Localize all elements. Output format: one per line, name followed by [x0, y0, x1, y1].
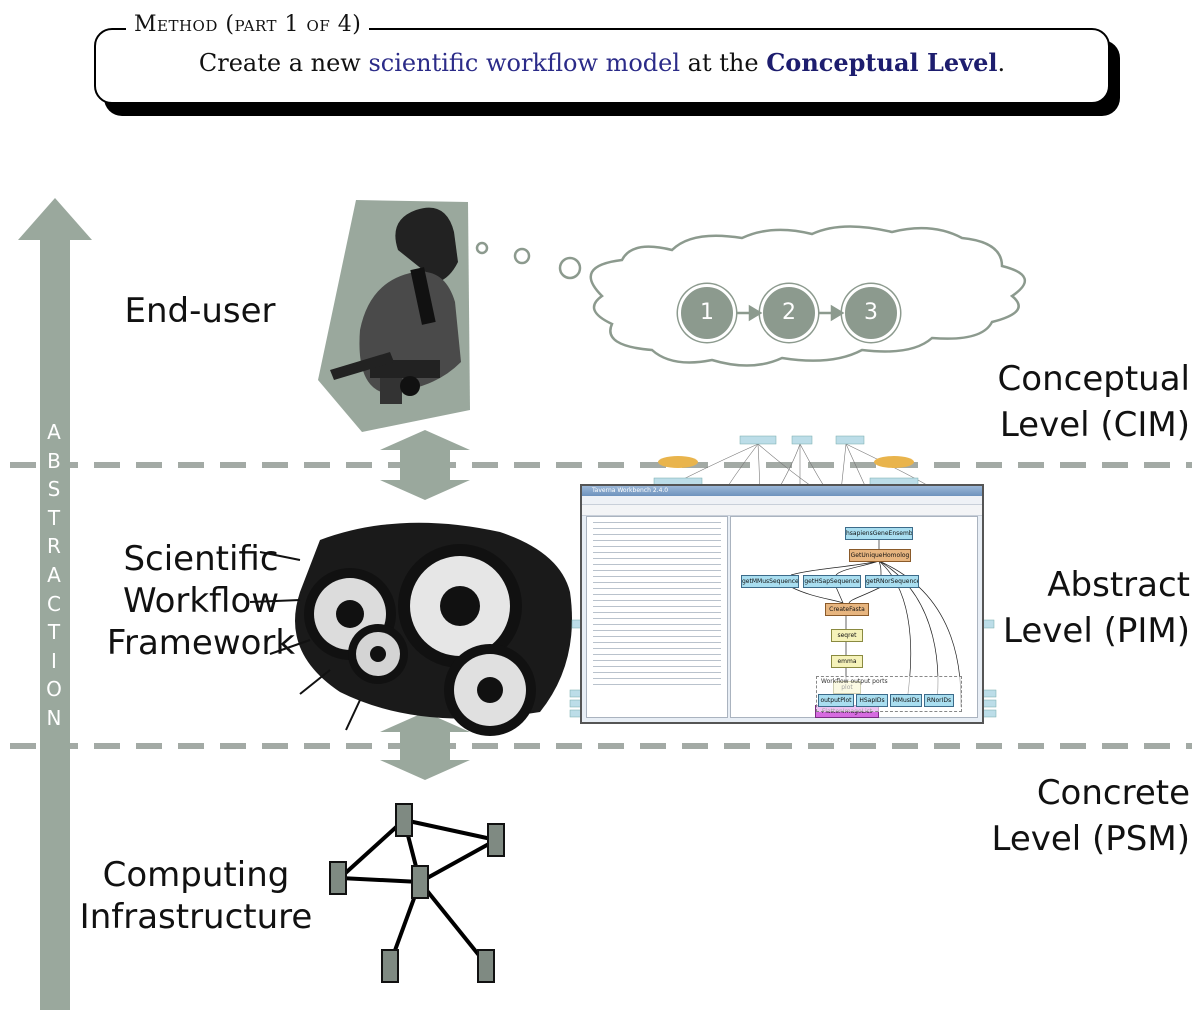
label-abstract-level: Abstract Level (PIM) [970, 562, 1190, 654]
server-node-center [411, 865, 429, 899]
server-node-bottom-right [477, 949, 495, 983]
abstraction-letter-10: O [46, 677, 62, 702]
workbench-title: Taverna Workbench 2.4.0 [592, 487, 669, 494]
abstraction-letter-6: A [47, 562, 61, 587]
abstraction-letter-2: B [47, 448, 61, 473]
workbench-canvas: hsapiensGeneEnsembl GetUniqueHomolog get… [730, 516, 978, 718]
label-infrastructure-line1: Computing [102, 855, 290, 895]
wf-out-rnorids: RNorIDs [924, 694, 954, 707]
label-framework-line3: Framework [106, 623, 296, 663]
server-node-right [487, 823, 505, 857]
label-conceptual-line1: Conceptual [997, 359, 1190, 399]
server-node-left [329, 861, 347, 895]
method-text-mid: at the [680, 49, 767, 77]
cloud-step-1: 1 [678, 284, 736, 342]
method-text-end: . [997, 49, 1006, 77]
abstraction-arrow [18, 198, 92, 1010]
level-double-arrow-upper [380, 430, 470, 500]
wf-output-label: Workflow output ports [821, 678, 888, 685]
abstraction-letter-1: A [47, 420, 61, 444]
label-abstract-line1: Abstract [1047, 565, 1190, 605]
server-node-bottom-left [381, 949, 399, 983]
cloud-step-2: 2 [760, 284, 818, 342]
abstraction-letter-9: I [51, 648, 57, 673]
wf-node-getrnor: getRNorSequence [865, 575, 919, 588]
cloud-step-3: 3 [842, 284, 900, 342]
server-node-top [395, 803, 413, 837]
level-double-arrow-lower [380, 712, 470, 780]
label-infrastructure-line2: Infrastructure [79, 897, 313, 937]
method-box [94, 28, 1110, 104]
method-title: Method (part 1 of 4) [126, 12, 370, 37]
abstraction-letter-4: T [47, 505, 61, 530]
label-framework-line2: Workflow [122, 581, 280, 621]
abstraction-letter-7: C [47, 591, 61, 616]
label-infrastructure: Computing Infrastructure [76, 854, 316, 938]
thought-bubble-large [558, 256, 582, 280]
server-nodes [329, 803, 505, 983]
workbench-toolbar [582, 505, 982, 516]
wf-node-getuniquehomolog: GetUniqueHomolog [849, 549, 911, 562]
gears-icon [249, 522, 572, 736]
wf-node-createfasta: CreateFasta [825, 603, 869, 616]
label-concrete-line2: Level (PSM) [991, 819, 1190, 859]
thought-bubble-medium [513, 247, 531, 265]
abstraction-letter-11: N [46, 705, 62, 730]
wf-node-emma: emma [831, 655, 863, 668]
workbench-service-panel [586, 516, 728, 718]
abstraction-letter-3: S [47, 477, 61, 502]
workbench-menubar [582, 496, 982, 505]
workbench-titlebar: Taverna Workbench 2.4.0 [582, 486, 982, 496]
wf-out-hsapids: HSapIDs [856, 694, 888, 707]
thought-bubble-small [475, 241, 489, 255]
wf-node-getmmus: getMMusSequence [741, 575, 799, 588]
wf-node-seqret: seqret [831, 629, 863, 642]
label-end-user: End-user [124, 291, 276, 331]
label-concrete-level: Concrete Level (PSM) [970, 770, 1190, 862]
method-text-link: scientific workflow model [368, 49, 681, 77]
label-concrete-line1: Concrete [1036, 773, 1190, 813]
wf-node-gethsap: getHSapSequence [803, 575, 861, 588]
abstraction-letter-5: R [47, 534, 61, 559]
scientist-icon [318, 200, 470, 432]
label-conceptual-level: Conceptual Level (CIM) [950, 356, 1190, 448]
wf-node-hsapiens: hsapiensGeneEnsembl [845, 527, 913, 540]
wf-out-plot: outputPlot [818, 694, 854, 707]
method-text-bold: Conceptual Level [766, 48, 998, 77]
abstraction-letter-8: T [47, 620, 61, 645]
label-framework: Scientific Workflow Framework [96, 538, 306, 664]
workbench-screenshot: Taverna Workbench 2.4.0 [580, 484, 984, 724]
label-conceptual-line2: Level (CIM) [999, 405, 1190, 445]
method-text-pre: Create a new [198, 49, 369, 77]
wf-out-mmusids: MMusIDs [890, 694, 922, 707]
label-abstract-line2: Level (PIM) [1003, 611, 1190, 651]
label-framework-line1: Scientific [123, 539, 279, 579]
method-text: Create a new scientific workflow model a… [94, 48, 1110, 77]
